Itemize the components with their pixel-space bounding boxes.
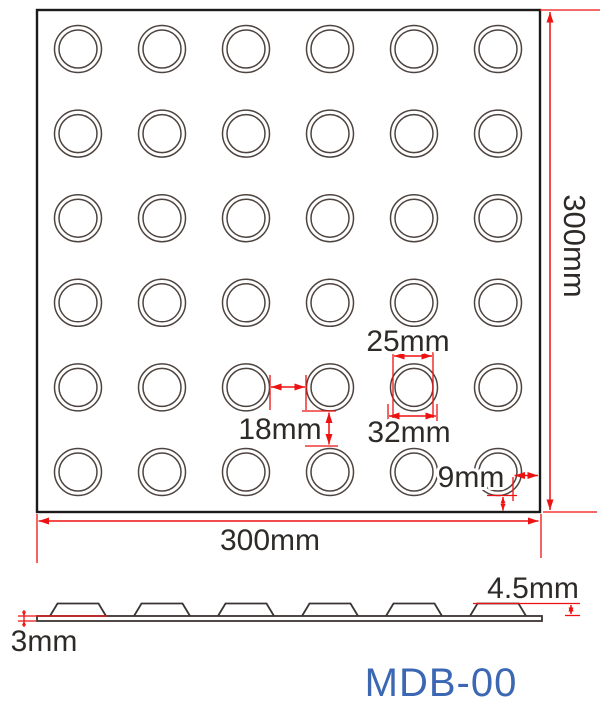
dome-inner-ring xyxy=(310,113,350,154)
dome-outer-ring xyxy=(473,363,523,412)
dome-outer-ring xyxy=(137,109,187,158)
dome-outer-ring xyxy=(53,109,103,158)
plate-height-label: 300mm xyxy=(557,194,592,297)
dim-dome-base-diameter: 32mm xyxy=(364,404,454,452)
dim-edge-offset: 9mm xyxy=(435,458,538,511)
dome-inner-ring xyxy=(478,113,518,154)
dome-inner-ring xyxy=(226,29,266,69)
dome-inner-ring xyxy=(478,367,518,408)
dim-bump-height: 4.5mm xyxy=(473,569,582,617)
dome-outer-ring xyxy=(389,109,439,158)
profile-bump xyxy=(469,602,527,617)
dome-outer-ring xyxy=(473,24,523,74)
dome-outer-ring xyxy=(389,193,439,243)
dome-inner-ring xyxy=(58,113,98,154)
dome-inner-ring xyxy=(142,452,182,492)
dome-inner-ring xyxy=(478,283,518,323)
dome-inner-ring xyxy=(58,198,98,238)
dome-outer-ring xyxy=(53,363,103,412)
dome-inner-ring xyxy=(226,113,266,154)
dome-inner-ring xyxy=(478,29,518,69)
dome-outer-ring xyxy=(389,363,439,412)
bump-height-label: 4.5mm xyxy=(487,572,579,605)
profile-base-plate xyxy=(36,615,543,622)
plan-view: 300mm 300mm 25mm 32mm xyxy=(35,8,600,563)
dome-outer-ring xyxy=(53,447,103,497)
dome-inner-ring xyxy=(142,367,182,408)
dome-inner-ring xyxy=(226,283,266,323)
arrow-down xyxy=(21,611,27,616)
dome-outer-ring xyxy=(53,278,103,328)
dome-outer-ring xyxy=(221,109,271,158)
dome-outer-ring xyxy=(137,193,187,243)
dome-inner-ring xyxy=(142,29,182,69)
dome-outer-ring xyxy=(473,193,523,243)
dome-inner-ring xyxy=(142,113,182,154)
dome-outer-ring xyxy=(305,193,355,243)
dome-inner-ring xyxy=(394,452,434,492)
dim-plate-width: 300mm xyxy=(36,514,542,563)
dome-outer-ring xyxy=(221,278,271,328)
arrow-up xyxy=(21,621,27,626)
dome-inner-ring xyxy=(310,29,350,69)
dome-inner-ring xyxy=(142,283,182,323)
dome-outer-ring xyxy=(137,363,187,412)
dim-base-thickness: 3mm xyxy=(8,610,107,661)
dome-inner-ring xyxy=(394,29,434,69)
dome-outer-ring xyxy=(137,447,187,497)
dome-inner-ring xyxy=(226,452,266,492)
dome-outer-ring xyxy=(137,24,187,74)
dome-outer-ring xyxy=(53,193,103,243)
profile-bump xyxy=(385,602,443,617)
dome-outer-ring xyxy=(221,193,271,243)
plate-width-label: 300mm xyxy=(220,524,320,557)
dome-outer-ring xyxy=(305,447,355,497)
profile-bump xyxy=(49,602,107,617)
dome-outer-ring xyxy=(221,24,271,74)
dim-dome-spacing: 18mm xyxy=(235,375,338,449)
profile-bump xyxy=(133,602,191,617)
dome-outer-ring xyxy=(473,109,523,158)
dome-outer-ring xyxy=(389,278,439,328)
profile-bump xyxy=(217,602,275,617)
dome-outer-ring xyxy=(53,24,103,74)
profile-bumps xyxy=(49,602,527,617)
dome-outer-ring xyxy=(305,109,355,158)
dome-inner-ring xyxy=(394,113,434,154)
base-thickness-label: 3mm xyxy=(11,625,78,658)
dome-outer-ring xyxy=(473,278,523,328)
dome-inner-ring xyxy=(58,283,98,323)
dome-inner-ring xyxy=(142,198,182,238)
plate-outline xyxy=(35,8,542,514)
dome-base-label: 32mm xyxy=(367,416,450,449)
dome-inner-ring xyxy=(478,198,518,238)
dome-outer-ring xyxy=(137,278,187,328)
dim-plate-height: 300mm xyxy=(540,9,600,513)
dome-inner-ring xyxy=(310,283,350,323)
dome-top-label: 25mm xyxy=(366,325,449,358)
dome-inner-ring xyxy=(58,29,98,69)
dome-inner-ring xyxy=(310,198,350,238)
model-code-label: MDB-00 xyxy=(365,661,518,705)
dome-outer-ring xyxy=(305,24,355,74)
dome-outer-ring xyxy=(389,447,439,497)
dome-outer-ring xyxy=(305,278,355,328)
dome-outer-ring xyxy=(389,24,439,74)
dome-inner-ring xyxy=(310,452,350,492)
dome-inner-ring xyxy=(58,452,98,492)
edge-offset-label: 9mm xyxy=(438,461,505,494)
dome-inner-ring xyxy=(394,198,434,238)
dome-grid xyxy=(53,24,523,497)
dome-outer-ring xyxy=(221,447,271,497)
dome-inner-ring xyxy=(226,198,266,238)
profile-bump xyxy=(301,602,359,617)
dome-inner-ring xyxy=(310,367,350,408)
dome-inner-ring xyxy=(394,283,434,323)
dim-dome-top-diameter: 25mm xyxy=(363,322,453,418)
spacing-label: 18mm xyxy=(238,413,321,446)
profile-view: 4.5mm 3mm xyxy=(8,569,582,661)
dome-inner-ring xyxy=(226,367,266,408)
dome-inner-ring xyxy=(58,367,98,408)
